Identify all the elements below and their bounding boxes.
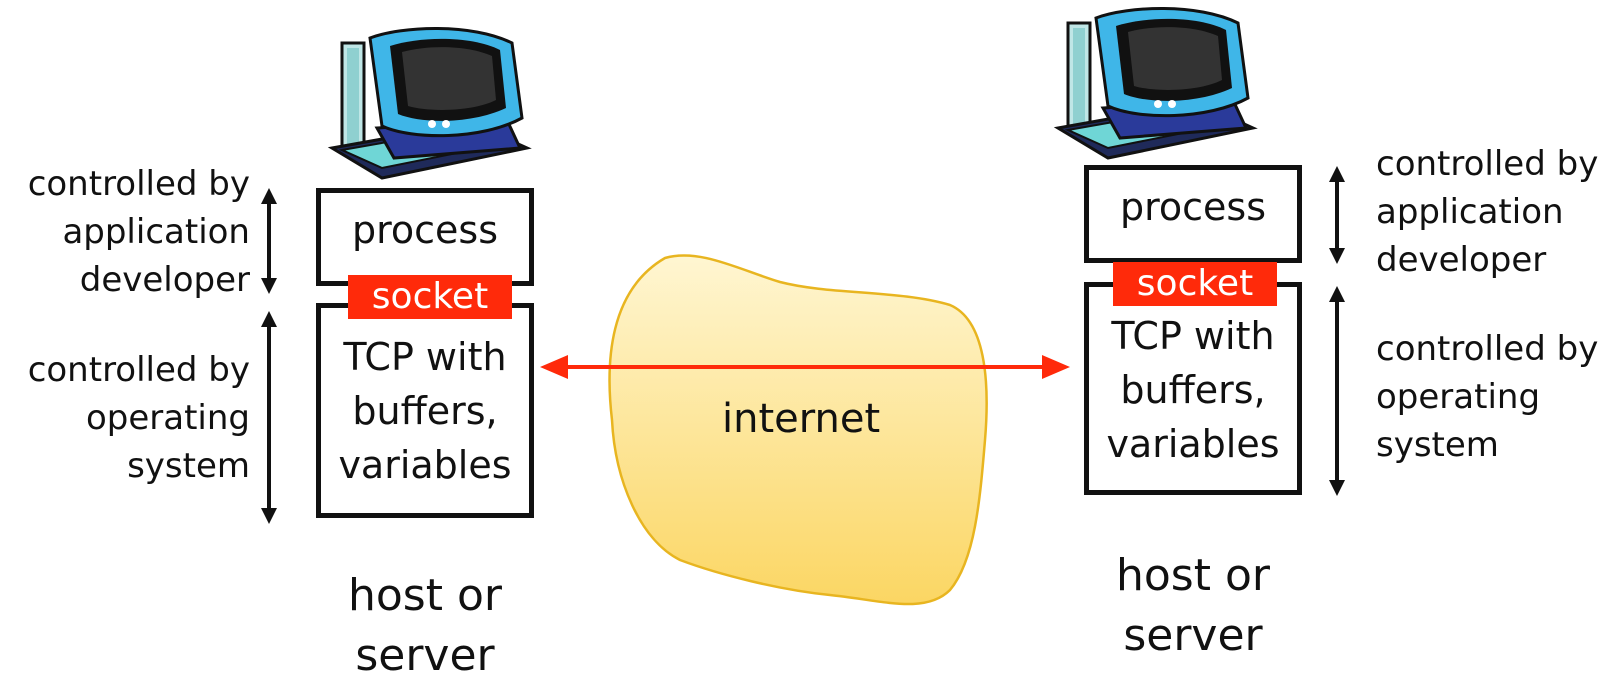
note-line: controlled by [1376, 144, 1599, 184]
tcp-label: TCP with buffers, variables [1089, 309, 1297, 471]
computer-icon [327, 27, 532, 180]
right-app-range-arrow [1329, 166, 1345, 264]
tcp-label: TCP with buffers, variables [321, 330, 529, 492]
right-host-label: host or server [1084, 546, 1302, 666]
process-label: process [351, 208, 499, 252]
left-os-control-note: controlled by operating system [10, 346, 250, 490]
tcp-line: variables [1106, 422, 1280, 466]
right-socket: socket [1113, 262, 1277, 306]
host-line: host or [348, 570, 502, 621]
left-tcp-box: TCP with buffers, variables [316, 303, 534, 518]
left-process-box: process [316, 188, 534, 286]
internet-cloud [608, 254, 988, 606]
computer-icon [1053, 7, 1258, 160]
right-process-box: process [1084, 165, 1302, 263]
tcp-line: TCP with [343, 335, 507, 379]
right-os-range-arrow [1329, 286, 1345, 496]
note-line: controlled by [1376, 329, 1599, 369]
tcp-line: TCP with [1111, 314, 1275, 358]
left-app-range-arrow [261, 188, 277, 294]
note-line: application [1376, 192, 1564, 232]
host-line: host or [1116, 550, 1270, 601]
note-line: controlled by [27, 164, 250, 204]
left-host-label: host or server [316, 566, 534, 686]
note-line: application [62, 212, 250, 252]
tcp-line: variables [338, 443, 512, 487]
tcp-line: buffers, [352, 389, 498, 433]
note-line: controlled by [27, 350, 250, 390]
left-os-range-arrow [261, 311, 277, 524]
note-line: system [127, 446, 250, 486]
note-line: developer [1376, 240, 1547, 280]
left-app-control-note: controlled by application developer [10, 160, 250, 304]
host-line: server [1123, 610, 1263, 661]
tcp-connection-arrow [540, 355, 1070, 379]
right-app-control-note: controlled by application developer [1376, 140, 1616, 284]
tcp-line: buffers, [1120, 368, 1266, 412]
note-line: operating [85, 398, 250, 438]
note-line: system [1376, 425, 1499, 465]
right-os-control-note: controlled by operating system [1376, 325, 1616, 469]
internet-label: internet [722, 396, 881, 442]
left-socket: socket [348, 275, 512, 319]
note-line: operating [1376, 377, 1541, 417]
right-tcp-box: TCP with buffers, variables [1084, 282, 1302, 495]
note-line: developer [79, 260, 250, 300]
host-line: server [355, 630, 495, 681]
process-label: process [1119, 185, 1267, 229]
